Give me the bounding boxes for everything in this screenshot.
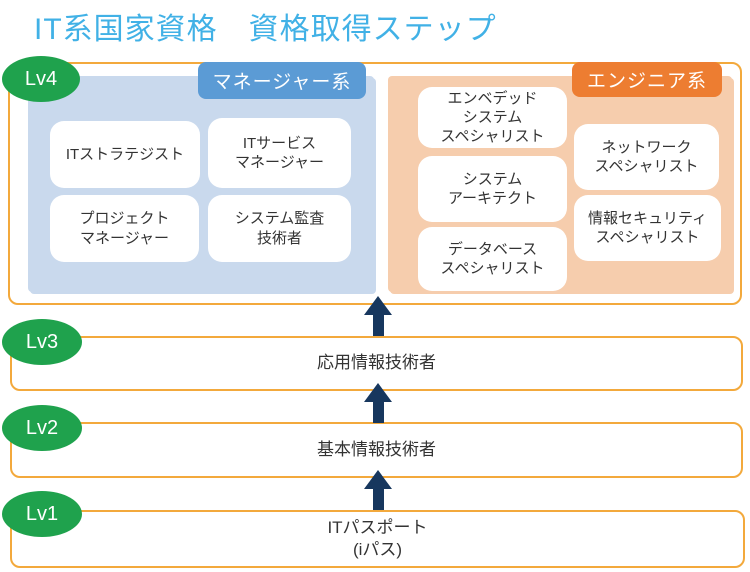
cert-card-it-service-manager: ITサービス マネージャー: [208, 118, 351, 188]
cert-card-embedded-systems: エンベデッド システム スペシャリスト: [418, 87, 567, 148]
cert-card-system-architect: システム アーキテクト: [418, 156, 567, 222]
manager-group-label: マネージャー系: [198, 62, 366, 99]
arrow-up-icon: [364, 296, 392, 336]
arrow-stem: [372, 488, 384, 510]
level-1-box: ITパスポート (iパス): [10, 510, 745, 568]
cert-card-database-specialist: データベース スペシャリスト: [418, 227, 567, 291]
arrow-head: [364, 383, 392, 402]
cert-card-project-manager: プロジェクト マネージャー: [50, 195, 199, 262]
page-title: IT系国家資格 資格取得ステップ: [34, 13, 497, 46]
arrow-stem: [372, 401, 384, 423]
level-1-badge: Lv1: [2, 491, 82, 537]
level-3-badge: Lv3: [2, 319, 82, 365]
level-2-badge: Lv2: [2, 405, 82, 451]
arrow-up-icon: [364, 470, 392, 510]
cert-card-system-audit: システム監査 技術者: [208, 195, 351, 262]
arrow-up-icon: [364, 383, 392, 423]
cert-card-it-strategist: ITストラテジスト: [50, 121, 200, 188]
level-2-cert-name: 基本情報技術者: [317, 439, 436, 459]
engineer-group-label: エンジニア系: [572, 62, 722, 97]
cert-card-network-specialist: ネットワーク スペシャリスト: [574, 124, 719, 190]
arrow-stem: [372, 314, 384, 336]
arrow-head: [364, 470, 392, 489]
level-4-badge: Lv4: [2, 56, 80, 102]
level-3-cert-name: 応用情報技術者: [317, 353, 436, 373]
arrow-head: [364, 296, 392, 315]
level-1-cert-name: ITパスポート (iパス): [327, 517, 428, 559]
cert-card-security-specialist: 情報セキュリティ スペシャリスト: [574, 195, 721, 261]
